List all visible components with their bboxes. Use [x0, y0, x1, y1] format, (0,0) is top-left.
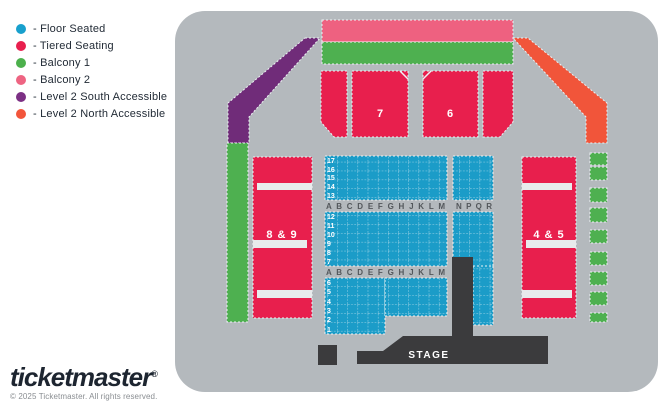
- section-block-4-5[interactable]: 4 & 5: [521, 156, 577, 319]
- block-4-5-label: 4 & 5: [533, 229, 564, 241]
- grid-lines: [325, 278, 385, 334]
- balcony-segment[interactable]: [589, 166, 608, 181]
- legend-label: - Tiered Seating: [33, 40, 114, 52]
- tiered-seating-dot-icon: [16, 41, 26, 51]
- block-8-9-label: 8 & 9: [266, 229, 297, 241]
- row-label: 7: [327, 259, 331, 266]
- block-7-corner-cut: [399, 70, 409, 80]
- balcony-segment[interactable]: [589, 152, 608, 166]
- copyright-text: © 2025 Ticketmaster. All rights reserved…: [10, 392, 158, 401]
- row-label: 16: [327, 167, 335, 174]
- legend-item-level2-north-accessible: - Level 2 North Accessible: [16, 108, 167, 120]
- grid-lines: [385, 278, 447, 316]
- block-6-label: 6: [447, 108, 453, 120]
- row-label: 2: [327, 317, 331, 324]
- balcony-1-dot-icon: [16, 58, 26, 68]
- balcony-segment[interactable]: [589, 251, 608, 266]
- legend-label: - Level 2 North Accessible: [33, 108, 166, 120]
- seat-map: 7 6 8 & 9 4 & 5 A B C D E F G H J K L: [175, 11, 658, 392]
- section-balcony-strip-left[interactable]: [226, 142, 249, 323]
- balcony-segment[interactable]: [589, 312, 608, 323]
- aisle: [253, 240, 307, 248]
- row-label: 9: [327, 241, 331, 248]
- balcony-segment[interactable]: [589, 271, 608, 286]
- balcony-segment[interactable]: [589, 229, 608, 244]
- balcony-segment[interactable]: [589, 207, 608, 223]
- balcony-segment[interactable]: [589, 187, 608, 203]
- footer: ticketmaster® © 2025 Ticketmaster. All r…: [10, 360, 158, 401]
- row-label: 1: [327, 327, 331, 334]
- grid-lines: [473, 266, 493, 325]
- legend-label: - Balcony 2: [33, 74, 91, 86]
- balcony-2-dot-icon: [16, 75, 26, 85]
- grid-lines: [453, 156, 493, 200]
- aisle: [526, 240, 576, 248]
- row-label: 10: [327, 232, 335, 239]
- aisle: [522, 183, 572, 190]
- row-label: 5: [327, 289, 331, 296]
- floor-row-numbers: 17 16 15 14 13 12 11 10 9 8 7 6 5 4 3 2 …: [327, 158, 335, 334]
- aisle: [522, 290, 572, 298]
- section-balcony-1[interactable]: [321, 41, 514, 65]
- stage-side-box: [318, 345, 337, 365]
- row-label: 4: [327, 299, 331, 306]
- floor-columns-letters-right: N P Q R: [456, 202, 492, 211]
- section-balcony-2[interactable]: [321, 19, 514, 43]
- legend-label: - Floor Seated: [33, 23, 106, 35]
- stage: [357, 257, 548, 364]
- section-floor-seated[interactable]: [324, 155, 494, 335]
- legend-label: - Level 2 South Accessible: [33, 91, 168, 103]
- tiered-sliver-left[interactable]: [320, 70, 348, 138]
- row-label: 8: [327, 250, 331, 257]
- section-block-6[interactable]: [422, 70, 479, 138]
- legend-item-balcony-1: - Balcony 1: [16, 57, 167, 69]
- row-label: 15: [327, 175, 335, 182]
- section-level2-south-accessible[interactable]: [227, 37, 322, 144]
- grid-lines: [325, 156, 447, 200]
- row-label: 17: [327, 158, 335, 165]
- legend-item-tiered-seating: - Tiered Seating: [16, 40, 167, 52]
- section-balcony-strip-right[interactable]: [589, 152, 608, 323]
- ticketmaster-logo[interactable]: ticketmaster®: [10, 360, 158, 391]
- legend-label: - Balcony 1: [33, 57, 91, 69]
- legend-item-level2-south-accessible: - Level 2 South Accessible: [16, 91, 168, 103]
- registered-mark-icon: ®: [151, 369, 158, 379]
- legend-item-balcony-2: - Balcony 2: [16, 74, 167, 86]
- row-label: 3: [327, 308, 331, 315]
- floor-columns-letters-bottom: A B C D E F G H J K L M: [326, 268, 445, 277]
- block-7-label: 7: [377, 108, 383, 120]
- floor-seated-dot-icon: [16, 24, 26, 34]
- section-block-7[interactable]: [351, 70, 409, 138]
- row-label: 12: [327, 214, 335, 221]
- row-label: 6: [327, 280, 331, 287]
- section-level2-north-accessible[interactable]: [511, 37, 608, 144]
- floor-columns-letters-top: A B C D E F G H J K L M: [326, 202, 445, 211]
- row-label: 14: [327, 184, 335, 191]
- grid-lines: [325, 212, 447, 266]
- legend-item-floor-seated: - Floor Seated: [16, 23, 167, 35]
- level2-north-dot-icon: [16, 109, 26, 119]
- aisle: [257, 290, 312, 298]
- section-block-8-9[interactable]: 8 & 9: [252, 156, 313, 319]
- level2-south-dot-icon: [16, 92, 26, 102]
- section-tiered-top-row[interactable]: 7 6: [320, 70, 514, 138]
- tiered-sliver-right[interactable]: [482, 70, 514, 138]
- legend: - Floor Seated - Tiered Seating - Balcon…: [16, 23, 168, 126]
- aisle: [257, 183, 312, 190]
- logo-text: ticketmaster: [10, 362, 152, 392]
- row-label: 13: [327, 193, 335, 200]
- block-6-corner-cut: [422, 70, 432, 80]
- balcony-segment[interactable]: [589, 291, 608, 306]
- stage-label: STAGE: [408, 350, 449, 361]
- row-label: 11: [327, 223, 335, 230]
